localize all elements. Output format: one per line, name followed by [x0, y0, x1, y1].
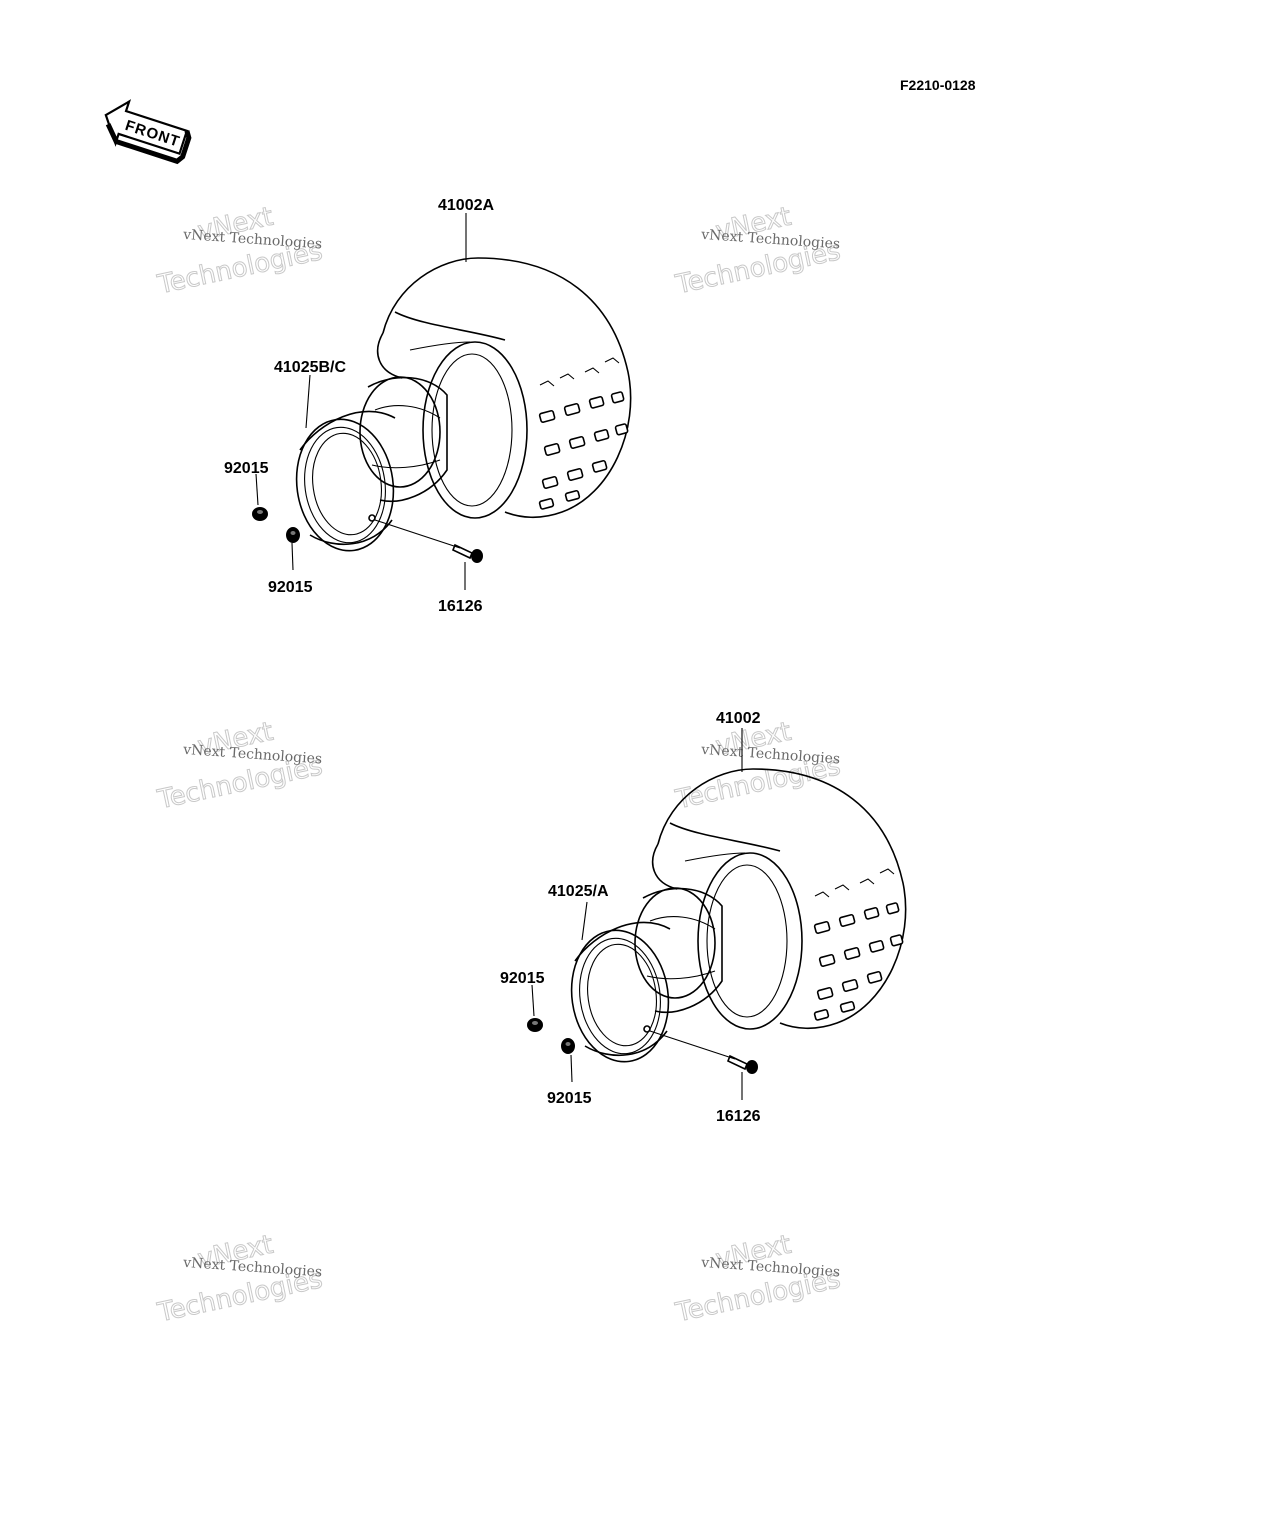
watermark: vNext Technologies vNext Technologies — [154, 201, 326, 301]
wheel-part-number: 41025B/C — [274, 359, 346, 376]
watermark: vNext Technologies vNext Technologies — [154, 1229, 326, 1329]
watermark: vNext Technologies vNext Technologies — [154, 716, 326, 816]
nut-part-number: 92015 — [268, 579, 313, 596]
tire-part-number: 41002 — [716, 710, 761, 727]
wheel-tire-drawing — [526, 768, 907, 1075]
nut-part-number: 92015 — [500, 970, 545, 987]
wheel-tire-drawing — [251, 257, 632, 564]
nut-part-number: 92015 — [547, 1090, 592, 1107]
front-arrow-icon: FRONT — [104, 99, 192, 165]
nut-part-number: 92015 — [224, 460, 269, 477]
wheel-part-number: 41025/A — [548, 883, 609, 900]
wheel-assembly-upper: 41002A 41025B/C 92015 92015 16126 — [224, 197, 632, 615]
valve-part-number: 16126 — [438, 598, 483, 615]
diagram-id: F2210-0128 — [900, 77, 976, 93]
valve-part-number: 16126 — [716, 1108, 761, 1125]
watermark: vNext Technologies vNext Technologies — [672, 1229, 844, 1329]
watermark: vNext Technologies vNext Technologies — [672, 201, 844, 301]
wheel-assembly-lower: 41002 41025/A 92015 92015 16126 — [500, 710, 907, 1125]
watermark: vNext Technologies vNext Technologies — [672, 716, 844, 816]
tire-part-number: 41002A — [438, 197, 494, 214]
